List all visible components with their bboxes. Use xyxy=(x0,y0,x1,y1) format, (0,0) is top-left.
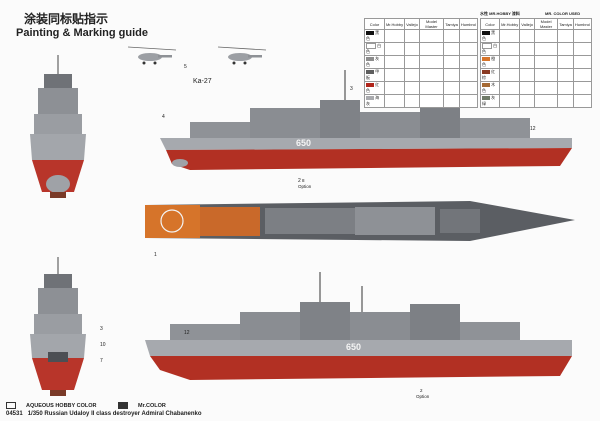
col-color: Color xyxy=(364,18,385,30)
table-row: 橙色 xyxy=(479,55,593,70)
col-tamiya: Tamiya xyxy=(557,18,574,30)
table-row: 黑色 xyxy=(479,29,593,43)
table-row: 红色 xyxy=(364,81,479,96)
callout-top-5: 2 xyxy=(298,178,301,184)
table-row: 灰绿 xyxy=(479,94,593,109)
color-table-right-title-en: MR. COLOR USED xyxy=(545,11,581,16)
table-row: 甲板 xyxy=(364,68,479,83)
hull-number-bottom: 650 xyxy=(346,342,362,352)
table-row: 木色 xyxy=(479,81,593,96)
product-title: 1/350 Russian Udaloy II class destroyer … xyxy=(27,411,202,417)
col-color: Color xyxy=(479,18,501,30)
col-mrhobby: Mr.Hobby xyxy=(383,18,406,30)
callout-top-4: 12 xyxy=(530,126,536,132)
hull-number-top: 650 xyxy=(296,138,312,148)
table-row: 黑色 xyxy=(364,29,479,43)
callout-bottom-1: 12 xyxy=(184,330,190,336)
helicopter-right xyxy=(217,46,267,65)
table-row: 白色 xyxy=(479,41,593,57)
option-label-bottom: Option xyxy=(416,394,430,399)
callout-top-6: 1 xyxy=(154,252,157,258)
table-row: 红棕 xyxy=(479,68,593,83)
callout-bottom-3: 10 xyxy=(100,342,106,348)
ship-front-view-bottom xyxy=(30,257,86,396)
option-num-top: 8 xyxy=(302,178,305,183)
paint-legend: AQUEOUS HOBBY COLOR Mr.COLOR xyxy=(6,402,186,409)
ship-plan-view xyxy=(145,201,575,241)
helicopter-callout: 5 xyxy=(184,64,187,70)
ship-side-view-top xyxy=(160,58,572,170)
col-tamiya: Tamiya xyxy=(443,18,460,30)
col-modelmaster: Model Master xyxy=(418,18,445,30)
option-num-bottom: 2 xyxy=(420,388,423,393)
ship-side-view-bottom xyxy=(145,272,572,380)
title-english: Painting & Marking guide xyxy=(16,27,149,39)
product-code: 04531 xyxy=(6,411,23,417)
footer: 04531 1/350 Russian Udaloy II class dest… xyxy=(6,411,202,417)
option-label-top: Option xyxy=(298,184,312,189)
table-row: 海灰 xyxy=(364,94,479,109)
aqueous-box-icon xyxy=(6,402,16,409)
col-humbrol: Humbrol xyxy=(572,18,593,30)
legend-aqueous: AQUEOUS HOBBY COLOR xyxy=(6,402,107,409)
callout-top-1: 4 xyxy=(162,114,165,120)
color-table-right-title-cn: 水性 MR.HOBBY 漆料 xyxy=(480,11,520,16)
ship-front-view-top xyxy=(30,55,86,198)
color-table-left: Color Mr.Hobby Vallejo Model Master Tami… xyxy=(364,18,479,109)
mrcolor-box-icon xyxy=(118,402,129,409)
col-humbrol: Humbrol xyxy=(458,18,479,30)
col-mrhobby: Mr.Hobby xyxy=(499,18,521,30)
col-vallejo: Vallejo xyxy=(519,18,535,30)
callout-bottom-2: 3 xyxy=(100,326,103,332)
color-table-right: Color Mr.Hobby Vallejo Model Master Tami… xyxy=(479,18,593,109)
table-row: 白色 xyxy=(364,41,479,57)
helicopter-left xyxy=(127,46,177,65)
table-row: 灰色 xyxy=(364,55,479,70)
helicopter-label: Ka-27 xyxy=(193,78,212,85)
col-vallejo: Vallejo xyxy=(404,18,420,30)
col-modelmaster: Model Master xyxy=(533,18,559,30)
title-chinese: 涂装同标贴指示 xyxy=(24,12,109,26)
legend-mrcolor: Mr.COLOR xyxy=(118,402,176,409)
callout-bottom-4: 7 xyxy=(100,358,103,364)
callout-top-2: 3 xyxy=(350,86,353,92)
